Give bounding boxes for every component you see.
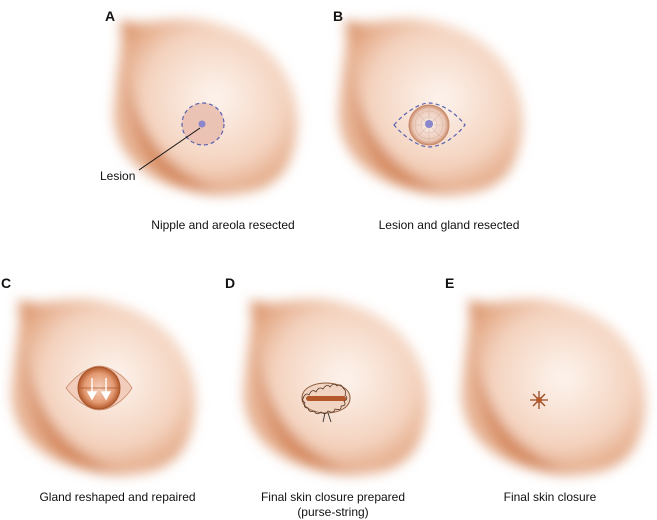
breast-illustration-a bbox=[114, 19, 298, 195]
panel-letter-c: C bbox=[1, 275, 12, 291]
breast-illustration-e bbox=[462, 299, 646, 475]
breast-illustration-c bbox=[12, 299, 196, 475]
breast-illustration-b bbox=[339, 19, 523, 195]
caption-d-line1: Final skin closure prepared bbox=[260, 490, 406, 504]
gland-texture-b bbox=[411, 107, 447, 143]
lesion-label: Lesion bbox=[100, 169, 136, 183]
caption-d-line2: (purse-string) bbox=[297, 505, 369, 519]
lesion-leader-line bbox=[138, 127, 201, 171]
caption-a: Nipple and areola resected bbox=[151, 218, 295, 232]
resection-boundary-dashed-a bbox=[181, 102, 225, 146]
panel-a: A Lesion Nipple and areola resected bbox=[0, 0, 330, 240]
closure-line-d bbox=[306, 396, 346, 401]
lesion-dot-b bbox=[425, 120, 433, 128]
panel-b: B Lesion and gland resected bbox=[0, 0, 657, 240]
caption-c: Gland reshaped and repaired bbox=[39, 490, 196, 504]
panel-letter-d: D bbox=[225, 275, 236, 291]
panel-c: C Gland reshaped and repaired bbox=[0, 260, 220, 519]
purse-string-suture-d bbox=[302, 383, 348, 415]
panel-letter-b: B bbox=[333, 8, 344, 24]
lesion-dot-a bbox=[198, 120, 206, 128]
suture-tail-d bbox=[322, 412, 332, 423]
elliptical-excision-dashed-b bbox=[393, 102, 466, 148]
panel-d: D Final skin closure prepared (purse-str… bbox=[220, 260, 440, 519]
breast-illustration-d bbox=[244, 299, 428, 475]
panel-letter-a: A bbox=[105, 8, 116, 24]
reshape-arrows-c bbox=[86, 378, 112, 401]
panel-e: E Final skin closure bbox=[440, 260, 657, 519]
panel-letter-e: E bbox=[445, 275, 455, 291]
caption-b: Lesion and gland resected bbox=[378, 218, 520, 232]
caption-e: Final skin closure bbox=[503, 490, 597, 504]
